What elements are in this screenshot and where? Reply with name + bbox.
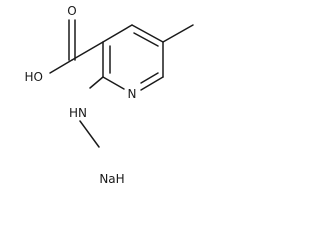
ring-bond-c4-c5-inner bbox=[133, 32, 159, 47]
carbonyl-oxygen-label: O bbox=[67, 4, 76, 18]
ring-bond-c6-n1-inner bbox=[140, 72, 159, 84]
ring-bond-c6-n1 bbox=[140, 76, 164, 91]
ring-bond-c3-c4 bbox=[102, 24, 133, 43]
chemical-structure: O HO N HN NaH bbox=[25, 4, 194, 186]
bond-amine-methyl bbox=[79, 120, 100, 148]
pyridine-ring bbox=[102, 24, 164, 91]
methyl-substituent bbox=[162, 24, 194, 43]
amine-label: HN bbox=[69, 106, 87, 120]
ring-bond-c4-c5 bbox=[131, 24, 164, 43]
ring-nitrogen: N bbox=[128, 87, 137, 101]
bond-c2-amine bbox=[89, 76, 104, 89]
bond-c6-methyl bbox=[162, 24, 194, 43]
bond-carboxyl-hydroxyl bbox=[49, 59, 73, 74]
bond-c3-carboxyl bbox=[71, 41, 104, 61]
hydroxyl-label: HO bbox=[25, 70, 43, 84]
methylamino-group: HN bbox=[69, 76, 104, 148]
carboxyl-group: O HO bbox=[25, 4, 104, 84]
counter-ion-label: NaH bbox=[99, 172, 124, 186]
ring-nitrogen-label: N bbox=[128, 87, 137, 101]
ring-bond-n1-c2 bbox=[102, 76, 125, 90]
